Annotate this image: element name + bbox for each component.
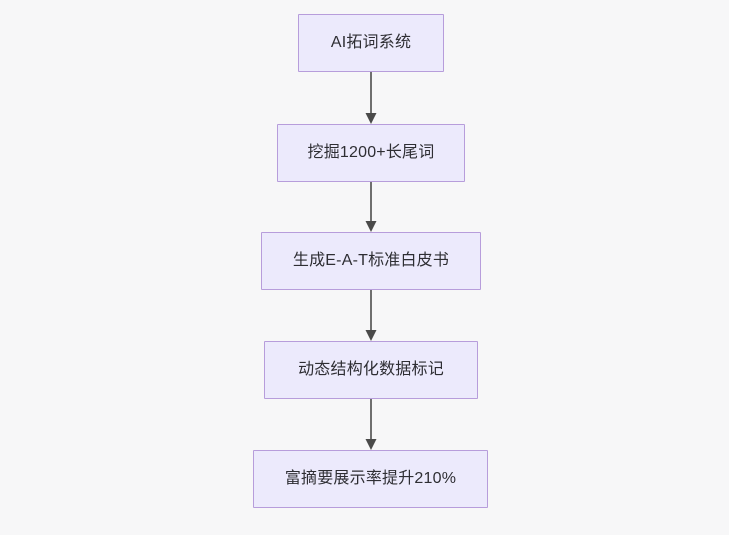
flow-node-mine-longtail-keywords[interactable]: 挖掘1200+长尾词: [277, 124, 465, 182]
flow-node-label: 动态结构化数据标记: [298, 361, 444, 378]
flow-node-generate-eat-whitepaper[interactable]: 生成E-A-T标准白皮书: [261, 232, 481, 290]
flow-node-rich-snippet-rate-increase[interactable]: 富摘要展示率提升210%: [253, 450, 488, 508]
flow-node-dynamic-structured-data-markup[interactable]: 动态结构化数据标记: [264, 341, 478, 399]
flow-node-ai-keyword-system[interactable]: AI拓词系统: [298, 14, 444, 72]
flow-node-label: 挖掘1200+长尾词: [307, 144, 435, 161]
flow-node-label: 富摘要展示率提升210%: [284, 470, 457, 487]
flow-node-label: AI拓词系统: [330, 34, 412, 51]
flow-node-label: 生成E-A-T标准白皮书: [292, 252, 450, 269]
